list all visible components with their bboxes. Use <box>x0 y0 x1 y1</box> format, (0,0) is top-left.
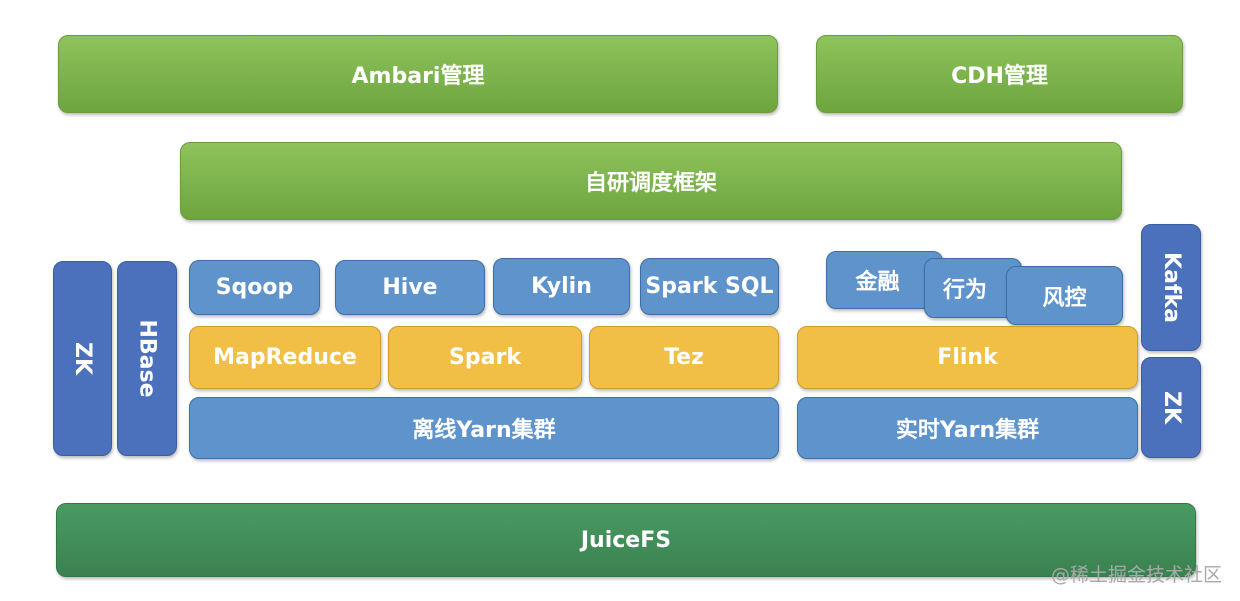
spark-block: Spark <box>388 326 582 389</box>
realtime-yarn-cluster-label: 实时Yarn集群 <box>895 418 1040 443</box>
sqoop-label: Sqoop <box>215 275 294 300</box>
hbase-label: HBase <box>134 319 160 398</box>
kylin-label: Kylin <box>531 274 592 299</box>
risk-control-app-label: 风控 <box>1042 285 1087 311</box>
spark-sql-block: Spark SQL <box>640 258 779 315</box>
offline-yarn-cluster-block: 离线Yarn集群 <box>189 397 779 459</box>
cdh-management-label: CDH管理 <box>951 64 1048 89</box>
watermark: @稀土掘金技术社区 <box>1050 564 1222 586</box>
cdh-management-block: CDH管理 <box>816 35 1183 113</box>
ambari-management-block: Ambari管理 <box>58 35 778 113</box>
hive-block: Hive <box>335 260 485 315</box>
kafka-label: Kafka <box>1158 252 1184 323</box>
tez-block: Tez <box>589 326 779 389</box>
juicefs-block: JuiceFS <box>56 503 1196 577</box>
zk-left-block: ZK <box>53 261 112 456</box>
flink-label: Flink <box>937 345 998 370</box>
kafka-block: Kafka <box>1141 224 1201 351</box>
sqoop-block: Sqoop <box>189 260 320 315</box>
zk-right-label: ZK <box>1158 391 1184 424</box>
risk-control-app-block: 风控 <box>1006 266 1123 325</box>
ambari-management-label: Ambari管理 <box>351 64 485 89</box>
scheduler-label: 自研调度框架 <box>584 171 717 196</box>
mapreduce-label: MapReduce <box>213 345 357 370</box>
realtime-yarn-cluster-block: 实时Yarn集群 <box>797 397 1138 459</box>
zk-right-block: ZK <box>1141 357 1201 458</box>
finance-app-label: 金融 <box>855 270 900 295</box>
hbase-block: HBase <box>117 261 177 456</box>
tez-label: Tez <box>664 345 704 370</box>
hive-label: Hive <box>382 275 438 300</box>
behavior-app-label: 行为 <box>942 278 987 303</box>
juicefs-label: JuiceFS <box>580 527 672 553</box>
finance-app-block: 金融 <box>826 251 943 309</box>
mapreduce-block: MapReduce <box>189 326 381 389</box>
zk-left-label: ZK <box>70 342 95 375</box>
spark-label: Spark <box>449 345 521 370</box>
flink-block: Flink <box>797 326 1138 389</box>
spark-sql-label: Spark SQL <box>645 274 774 299</box>
kylin-block: Kylin <box>493 258 630 315</box>
behavior-app-block: 行为 <box>924 258 1022 318</box>
offline-yarn-cluster-label: 离线Yarn集群 <box>412 418 556 443</box>
scheduler-block: 自研调度框架 <box>180 142 1122 220</box>
